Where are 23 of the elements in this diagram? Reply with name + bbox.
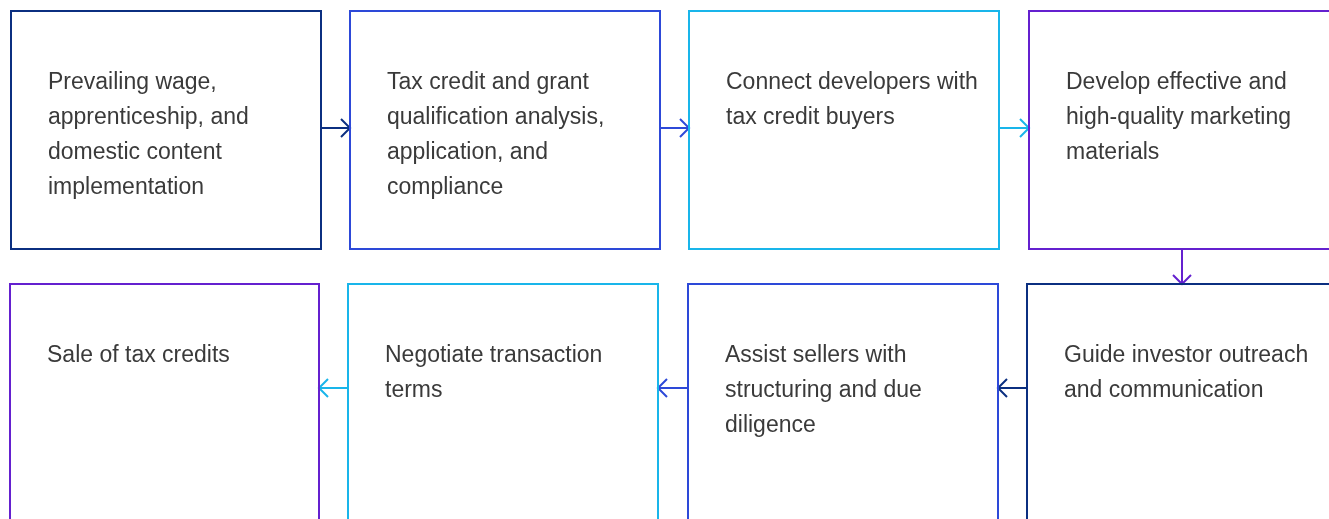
- step-text: Sale of tax credits: [47, 340, 231, 369]
- arrow: [660, 118, 690, 138]
- process-box: [349, 10, 661, 250]
- step-text: Guide investor outreach and communication: [1064, 340, 1310, 404]
- process-box: [687, 283, 999, 519]
- process-box: [1028, 10, 1329, 250]
- step-text: Tax credit and grant qualification analysis, application, and compliance: [387, 67, 606, 201]
- process-box: [9, 283, 320, 519]
- process-box: [1026, 283, 1329, 519]
- process-box: [347, 283, 659, 519]
- arrow: [997, 378, 1027, 398]
- process-box: [10, 10, 322, 250]
- step-text: Prevailing wage, apprenticeship, and domestic content implementation: [48, 67, 250, 201]
- step-text: Develop effective and high-quality marketing materials: [1066, 67, 1292, 166]
- arrow: [321, 118, 351, 138]
- arrow: [318, 378, 348, 398]
- step-text: Connect developers with tax credit buyers: [726, 67, 979, 131]
- arrow: [999, 118, 1030, 138]
- arrow: [1172, 249, 1192, 285]
- arrow: [657, 378, 688, 398]
- step-text: Assist sellers with structuring and due diligence: [725, 340, 923, 439]
- process-box: [688, 10, 1000, 250]
- step-text: Negotiate transaction terms: [385, 340, 604, 404]
